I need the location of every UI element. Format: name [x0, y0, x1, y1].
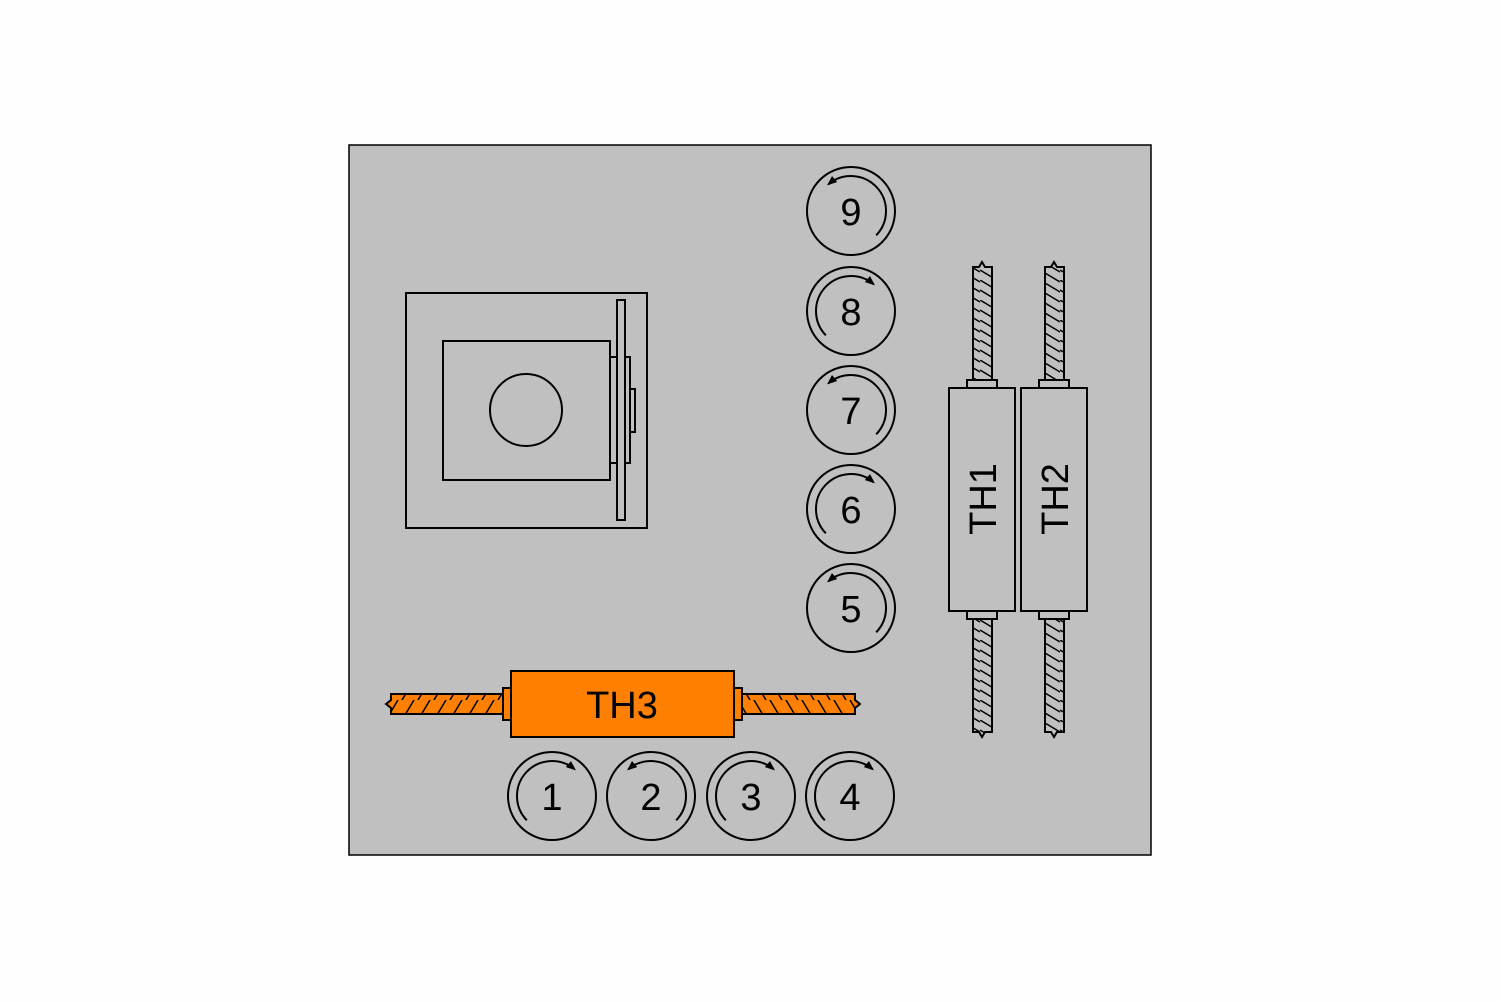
chamber-port: [489, 373, 563, 447]
roller-3: 3: [706, 751, 796, 841]
rotate-ccw-arrow-icon: [827, 571, 887, 634]
roller-label: 6: [840, 490, 861, 532]
th1-collar-bottom: [966, 610, 998, 620]
th2-label: TH2: [1035, 463, 1077, 535]
roller-8: 8: [806, 266, 896, 356]
th2-body: [1020, 387, 1088, 612]
roller-circle: [806, 563, 896, 653]
th3-collar-right: [733, 687, 743, 721]
th3-rod-right: [741, 693, 862, 715]
roller-circle: [806, 464, 896, 554]
th2-collar-bottom: [1038, 610, 1070, 620]
rotate-cw-arrow-icon: [814, 759, 874, 822]
chamber-assembly: [405, 292, 648, 529]
th2-collar-top: [1038, 379, 1070, 389]
heater-th3: TH3: [384, 670, 862, 738]
roller-label: 7: [840, 391, 861, 433]
th1-rod-top: [972, 260, 993, 381]
th1-rod-bottom: [972, 618, 993, 739]
th3-rod-left: [384, 693, 504, 715]
door-plate: [616, 299, 626, 521]
roller-circle: [806, 365, 896, 455]
th1-label: TH1: [963, 463, 1005, 535]
roller-circle: [706, 751, 796, 841]
th3-label: TH3: [586, 685, 658, 727]
roller-6: 6: [806, 464, 896, 554]
roller-label: 3: [740, 777, 761, 819]
roller-2: 2: [606, 751, 696, 841]
roller-circle: [806, 266, 896, 356]
flange-left: [609, 356, 618, 464]
roller-7: 7: [806, 365, 896, 455]
th3-collar-left: [502, 687, 512, 721]
heater-th2: TH2: [1020, 260, 1088, 739]
rotate-ccw-arrow-icon: [627, 759, 687, 822]
th2-rod-top: [1044, 260, 1065, 381]
rotate-cw-arrow-icon: [516, 759, 576, 822]
th1-body: [948, 387, 1016, 612]
rollers: 1 2 3 4 5 6 7 8 9: [507, 166, 896, 841]
roller-label: 9: [840, 192, 861, 234]
th2-rod-bottom: [1044, 618, 1065, 739]
th3-body: [510, 670, 735, 738]
roller-label: 4: [839, 777, 860, 819]
roller-circle: [606, 751, 696, 841]
th1-collar-top: [966, 379, 998, 389]
roller-4: 4: [805, 751, 895, 841]
roller-circle: [806, 166, 896, 256]
roller-label: 8: [840, 292, 861, 334]
roller-label: 1: [541, 777, 562, 819]
roller-9: 9: [806, 166, 896, 256]
roller-circle: [805, 751, 895, 841]
roller-circle: [507, 751, 597, 841]
rotate-cw-arrow-icon: [815, 472, 875, 535]
flange-tab: [629, 388, 636, 433]
rotate-cw-arrow-icon: [815, 274, 875, 337]
rotate-ccw-arrow-icon: [827, 373, 887, 436]
rotate-cw-arrow-icon: [715, 759, 775, 822]
heater-th1: TH1: [948, 260, 1016, 739]
roller-1: 1: [507, 751, 597, 841]
roller-label: 2: [640, 777, 661, 819]
roller-5: 5: [806, 563, 896, 653]
rotate-ccw-arrow-icon: [827, 174, 887, 237]
roller-label: 5: [840, 589, 861, 631]
